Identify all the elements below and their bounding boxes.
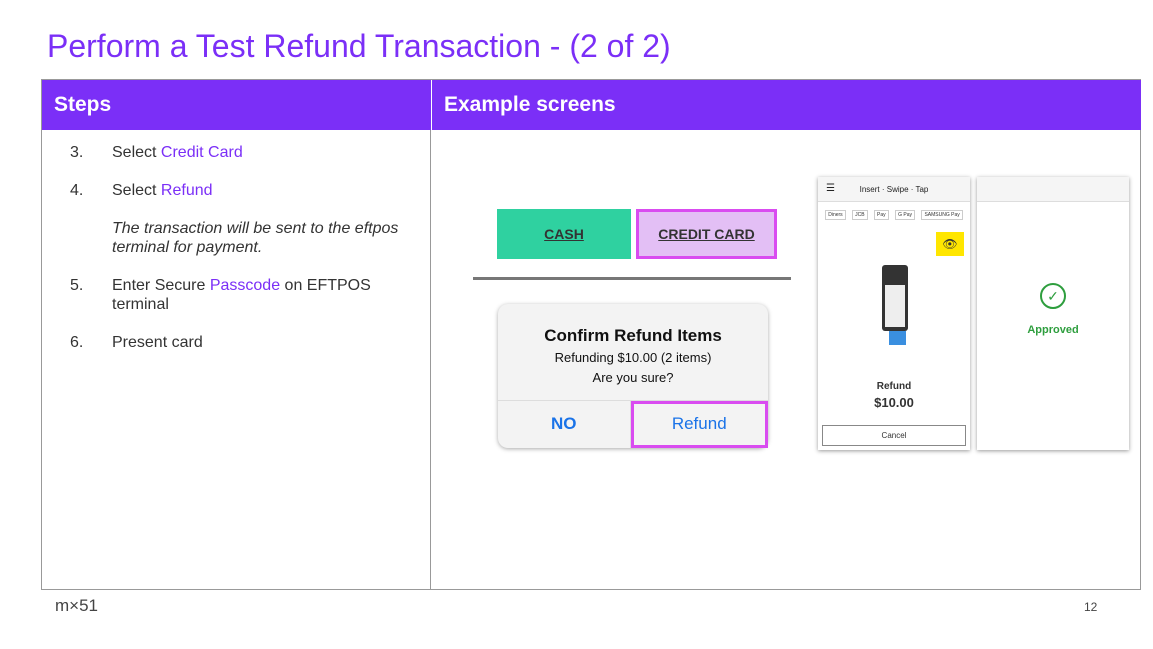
- step-4: 4. Select Refund: [70, 181, 400, 200]
- no-button[interactable]: NO: [498, 401, 631, 448]
- step-text: Select: [112, 144, 161, 161]
- step-text: Present card: [112, 334, 203, 351]
- mx51-logo: m×51: [55, 596, 98, 615]
- step-5: 5. Enter Secure Passcode on EFTPOS termin…: [70, 276, 400, 314]
- dialog-question: Are you sure?: [592, 370, 674, 385]
- samsung-pay-logo: SAMSUNG Pay: [921, 210, 963, 220]
- step-num: 6.: [70, 334, 84, 351]
- terminal-header-bar: [977, 177, 1129, 202]
- cash-button[interactable]: CASH: [497, 209, 631, 259]
- step-3: 3. Select Credit Card: [70, 143, 400, 162]
- refund-label: Refund: [876, 381, 912, 392]
- terminal-screen-approved: ✓ Approved: [977, 177, 1129, 450]
- terminal-device-icon: [882, 265, 908, 331]
- menu-icon[interactable]: ☰: [826, 183, 835, 194]
- steps-table: Steps Example screens 3. Select Credit Ca…: [41, 79, 1141, 590]
- step-text: on EFTPOS terminal: [112, 277, 371, 313]
- jcb-logo: JCB: [852, 210, 868, 220]
- google-pay-logo: G Pay: [895, 210, 916, 220]
- apple-pay-logo: Pay: [874, 210, 889, 220]
- steps-list: 3. Select Credit Card 4. Select Refund The…: [70, 143, 400, 371]
- step-6: 6. Present card: [70, 333, 400, 352]
- approved-label: Approved: [1027, 324, 1079, 336]
- steps-header: Steps: [42, 80, 431, 130]
- credit-card-button[interactable]: CREDIT CARD: [636, 209, 777, 259]
- step-highlight: Credit Card: [160, 144, 243, 161]
- step-text: Enter Secure: [112, 277, 210, 294]
- dialog-title: Confirm Refund Items: [544, 326, 722, 345]
- step-highlight: Refund: [160, 182, 213, 199]
- page-number: 12: [1084, 600, 1098, 614]
- cancel-button[interactable]: Cancel: [822, 425, 966, 446]
- terminal-header: Insert · Swipe · Tap: [859, 184, 929, 194]
- step-text: Select: [112, 182, 161, 199]
- accessibility-eye-icon[interactable]: 👁: [936, 232, 964, 256]
- examples-header: Example screens: [431, 80, 1141, 130]
- dialog-message: Refunding $10.00 (2 items): [554, 350, 712, 365]
- page-title: Perform a Test Refund Transaction - (2 o…: [47, 28, 671, 64]
- refund-button[interactable]: Refund: [630, 401, 768, 448]
- step-num: 4.: [70, 182, 84, 199]
- confirm-refund-dialog: Confirm Refund Items Refunding $10.00 (2…: [498, 304, 768, 448]
- step-highlight: Passcode: [209, 277, 281, 294]
- step-note: The transaction will be sent to the eftp…: [112, 220, 399, 256]
- step-num: 3.: [70, 144, 84, 161]
- terminal-screen-present-card: ☰ Insert · Swipe · Tap Diners JCB Pay G P…: [818, 177, 970, 450]
- check-circle-icon: ✓: [1040, 283, 1066, 309]
- card-icon: [889, 331, 906, 345]
- divider: [473, 277, 791, 280]
- column-divider: [430, 130, 431, 589]
- step-num: 5.: [70, 277, 84, 294]
- refund-amount: $10.00: [874, 395, 914, 410]
- diners-logo: Diners: [825, 210, 846, 220]
